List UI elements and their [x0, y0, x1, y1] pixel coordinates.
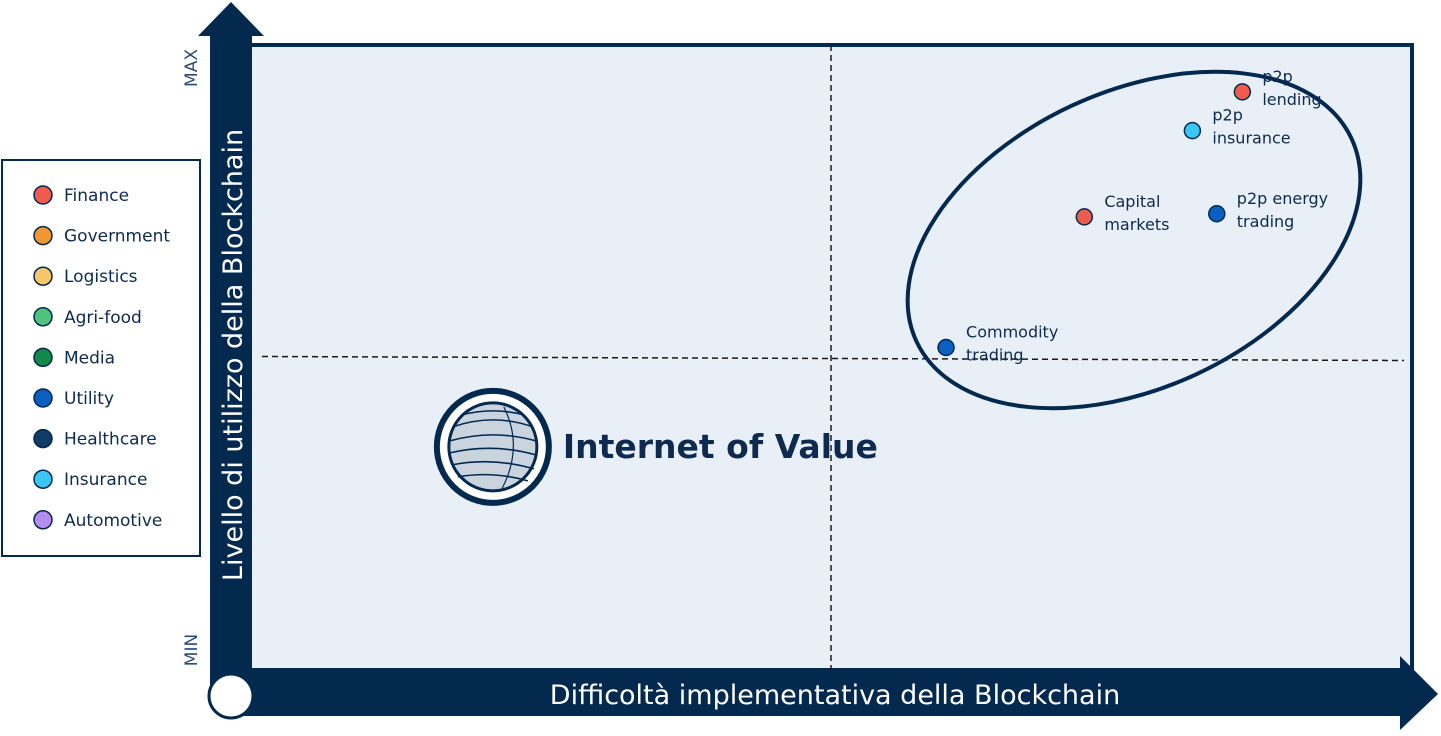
legend-label: Government — [64, 227, 170, 247]
data-point-label: p2p energy — [1237, 189, 1328, 208]
data-point — [1233, 83, 1252, 101]
y-axis-arrowhead — [198, 2, 264, 36]
legend-marker — [33, 307, 53, 327]
data-point — [937, 338, 955, 357]
data-point-label: trading — [1237, 212, 1295, 231]
x-axis-arrowhead — [1400, 656, 1438, 730]
legend-marker — [33, 388, 53, 408]
data-point — [1183, 121, 1202, 140]
y-tick-min: MIN — [182, 634, 202, 666]
legend-label: Healthcare — [64, 430, 157, 450]
data-point-label: markets — [1104, 215, 1169, 234]
data-point-label: Commodity — [966, 323, 1058, 342]
legend-marker — [33, 510, 53, 530]
data-point-label: Capital — [1104, 192, 1160, 211]
planet-icon — [433, 387, 552, 506]
horizontal-divider — [261, 355, 1405, 362]
legend: FinanceGovernmentLogisticsAgri-foodMedia… — [1, 159, 201, 557]
data-point-label: trading — [966, 346, 1024, 365]
legend-label: Insurance — [64, 470, 147, 490]
data-point-label: p2p — [1212, 106, 1243, 125]
data-point-label: insurance — [1212, 129, 1290, 148]
y-axis — [198, 2, 264, 696]
x-axis-title: Difficoltà implementativa della Blockcha… — [550, 680, 1120, 711]
legend-label: Automotive — [64, 511, 162, 531]
data-point — [1208, 205, 1226, 223]
legend-label: Finance — [64, 186, 129, 206]
legend-label: Media — [64, 348, 115, 368]
internet-of-value-label: Internet of Value — [563, 427, 878, 466]
x-axis-bar — [222, 672, 1402, 716]
legend-label: Utility — [64, 389, 114, 409]
data-point-label: p2p — [1262, 67, 1293, 86]
legend-marker — [33, 428, 53, 449]
y-axis-title: Livello di utilizzo della Blockchain — [218, 129, 249, 581]
y-tick-max: MAX — [182, 49, 202, 87]
cluster-ellipse — [905, 69, 1363, 411]
legend-marker — [33, 469, 53, 489]
legend-marker — [33, 266, 53, 286]
legend-label: Logistics — [64, 267, 138, 287]
data-point-label: lending — [1262, 90, 1321, 109]
legend-marker — [33, 347, 53, 368]
origin-circle — [207, 672, 255, 720]
x-axis — [222, 656, 1438, 730]
legend-marker — [33, 225, 53, 246]
y-axis-bar — [210, 34, 252, 696]
legend-marker — [33, 185, 53, 205]
data-point — [1075, 208, 1094, 226]
legend-label: Agri-food — [64, 308, 142, 328]
